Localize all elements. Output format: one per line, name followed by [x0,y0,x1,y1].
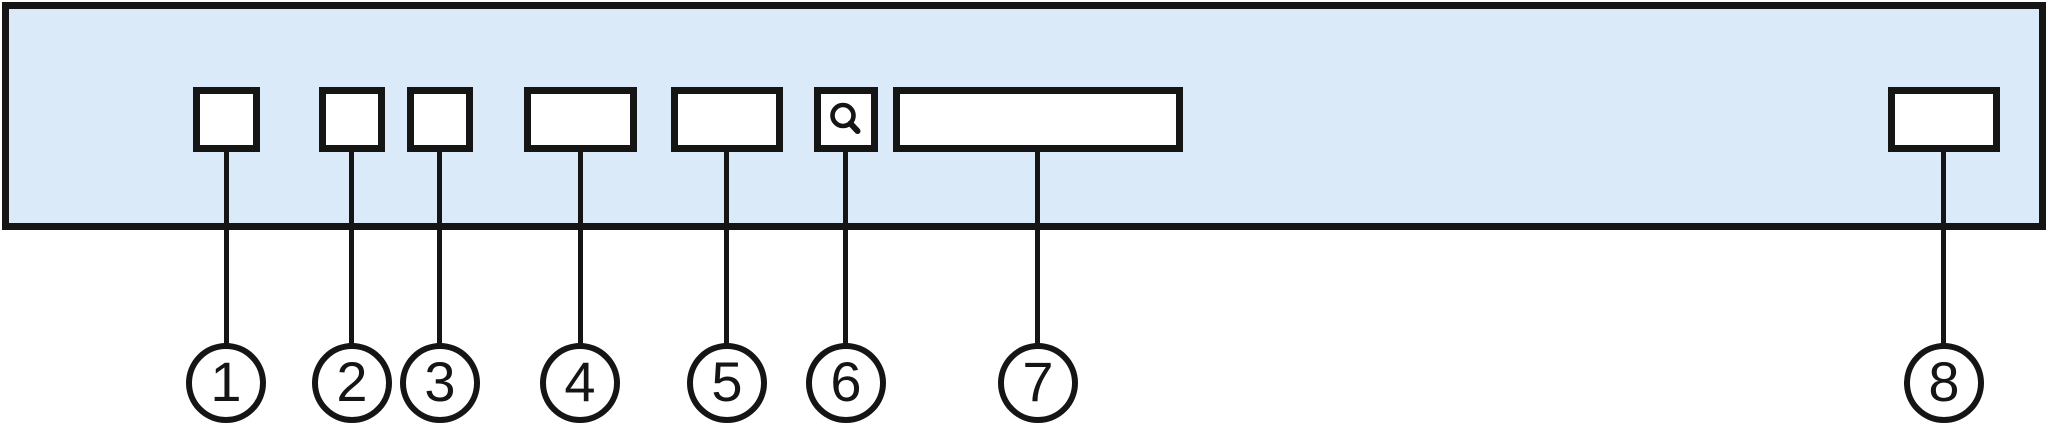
callout-badge-7: 7 [998,343,1078,423]
callout-line-3 [437,150,442,346]
toolbar-item-2 [319,87,385,152]
callout-number: 2 [336,350,368,413]
callout-line-6 [843,150,848,346]
callout-line-4 [578,150,583,346]
callout-badge-2: 2 [312,343,392,423]
callout-line-8 [1941,150,1946,346]
toolbar-item-3 [407,87,473,152]
callout-badge-8: 8 [1904,343,1984,423]
callout-line-2 [349,150,354,346]
callout-number: 1 [210,350,242,413]
callout-line-1 [224,150,229,346]
toolbar-item-8 [1888,87,2000,152]
callout-number: 3 [424,350,456,413]
callout-badge-3: 3 [400,343,480,423]
toolbar-item-4 [524,87,637,152]
callout-number: 4 [564,350,596,413]
callout-number: 8 [1928,350,1960,413]
callout-line-7 [1035,150,1040,346]
callout-number: 6 [830,350,862,413]
magnifier-icon [830,102,861,134]
callout-line-5 [724,150,729,346]
callout-badge-6: 6 [806,343,886,423]
callout-badge-4: 4 [540,343,620,423]
callout-number: 7 [1022,350,1054,413]
toolbar-item-6 [814,87,878,152]
callout-badge-5: 5 [687,343,767,423]
callout-badge-1: 1 [186,343,266,423]
toolbar-item-5 [671,87,783,152]
toolbar-item-1 [193,87,260,152]
callout-number: 5 [711,350,743,413]
toolbar-item-7 [893,87,1183,152]
